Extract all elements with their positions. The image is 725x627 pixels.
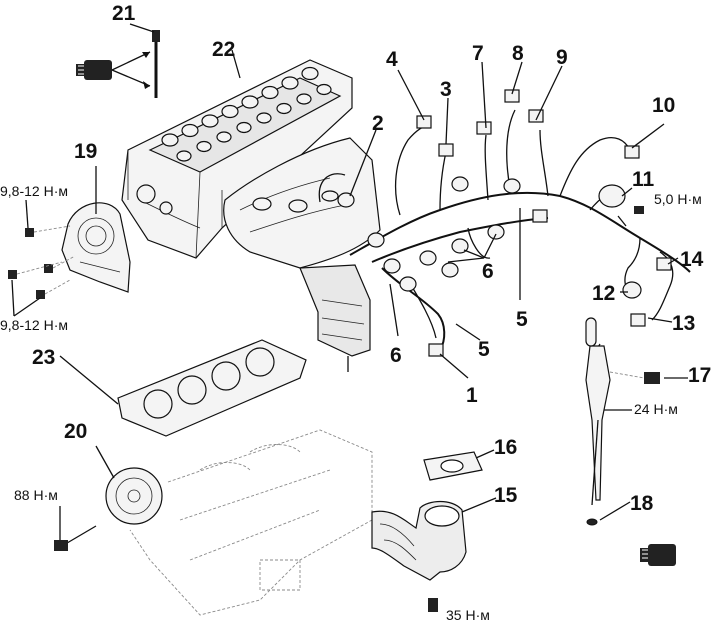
harness-connector [428, 343, 444, 357]
exhaust-manifold [223, 137, 381, 372]
exhaust-front-pipe [371, 500, 467, 612]
harness-connector [441, 262, 459, 278]
callout-16: 16 [494, 436, 517, 459]
camshaft-lobe [301, 66, 319, 81]
camshaft-lobe [221, 104, 239, 119]
callout-10: 10 [652, 94, 675, 117]
sealant-tube-icon [640, 544, 676, 566]
harness-connector [383, 258, 401, 274]
callout-20: 20 [64, 420, 87, 443]
callout-7: 7 [472, 42, 484, 65]
head-gasket [117, 339, 307, 437]
callout-9: 9 [556, 46, 568, 69]
callout-2: 2 [372, 112, 384, 135]
camshaft-lobe [256, 112, 272, 124]
harness-connector [451, 176, 469, 192]
cylinder-head [121, 59, 353, 259]
camshaft-lobe [176, 150, 192, 162]
harness-connector [476, 121, 492, 135]
camshaft-lobe [161, 133, 179, 147]
harness-connectors [337, 89, 672, 357]
harness-connector [337, 192, 355, 208]
callout-17: 17 [688, 364, 711, 387]
callout-14: 14 [680, 248, 704, 271]
camshaft-lobe [196, 140, 212, 153]
torque-labels: 9,8-12 Н·м 9,8-12 Н·м 5,0 Н·м 24 Н·м 88 … [0, 183, 702, 623]
callout-3: 3 [440, 78, 452, 101]
callout-6-b: 6 [390, 344, 402, 367]
callout-23: 23 [32, 346, 55, 369]
camshaft-lobe [236, 121, 252, 134]
harness-connector [630, 313, 646, 327]
camshaft-lobe [181, 123, 199, 138]
harness-connector [656, 257, 672, 271]
torque-cover-top: 9,8-12 Н·м [0, 183, 68, 199]
harness-connector [416, 115, 432, 129]
harness-connector [503, 178, 521, 194]
exhaust-gasket [423, 451, 483, 481]
leader-lines [59, 23, 688, 521]
torque-pipe: 35 Н·м [446, 607, 490, 623]
callout-5-b: 5 [478, 338, 490, 361]
engine-block [129, 429, 373, 616]
harness-connector [451, 238, 469, 254]
camshaft-lobe [276, 102, 292, 115]
head-bolt [152, 30, 160, 98]
callout-19: 19 [74, 140, 97, 163]
callout-21: 21 [112, 2, 136, 25]
callout-22: 22 [212, 38, 235, 61]
callout-5-a: 5 [516, 308, 528, 331]
callout-1: 1 [466, 384, 478, 407]
camshaft-lobes [161, 66, 332, 162]
camshaft-lobe [216, 131, 232, 143]
crankshaft-pulley [54, 467, 163, 551]
harness-connector [528, 109, 544, 123]
callout-18: 18 [630, 492, 654, 515]
harness-connector [624, 145, 640, 159]
callout-4: 4 [386, 48, 398, 71]
harness-connector [419, 250, 437, 266]
harness-connector [399, 276, 417, 292]
callout-numbers: 21 22 2 3 4 7 8 9 10 11 14 12 13 6 5 6 5… [32, 2, 711, 515]
camshaft-lobe [241, 95, 259, 109]
callout-12: 12 [592, 282, 615, 305]
harness-connector [504, 89, 520, 103]
torque-cover-bottom: 9,8-12 Н·м [0, 317, 68, 333]
torque-sensor: 5,0 Н·м [654, 191, 702, 207]
timing-belt-cover [61, 202, 131, 293]
sensor-11 [598, 184, 644, 227]
callout-6-a: 6 [482, 260, 494, 283]
callout-13: 13 [672, 312, 695, 335]
harness-connector [487, 224, 505, 240]
callout-11: 11 [632, 168, 655, 191]
sensor-12 [622, 281, 642, 299]
torque-dipstick: 24 Н·м [634, 401, 678, 417]
camshaft-lobe [261, 85, 279, 100]
torque-crank: 88 Н·м [14, 487, 58, 503]
sealant-tube-icon [76, 51, 151, 89]
callout-8: 8 [512, 42, 524, 65]
camshaft-lobe [316, 83, 332, 96]
callout-15: 15 [494, 484, 518, 507]
harness-connector [367, 232, 385, 248]
camshaft-lobe [281, 76, 299, 90]
camshaft-lobe [296, 93, 312, 105]
camshaft-lobe [201, 114, 219, 128]
harness-connector [438, 143, 454, 157]
cover-bolts [8, 225, 76, 299]
harness-connector [532, 209, 548, 223]
oil-dipstick [585, 317, 660, 526]
